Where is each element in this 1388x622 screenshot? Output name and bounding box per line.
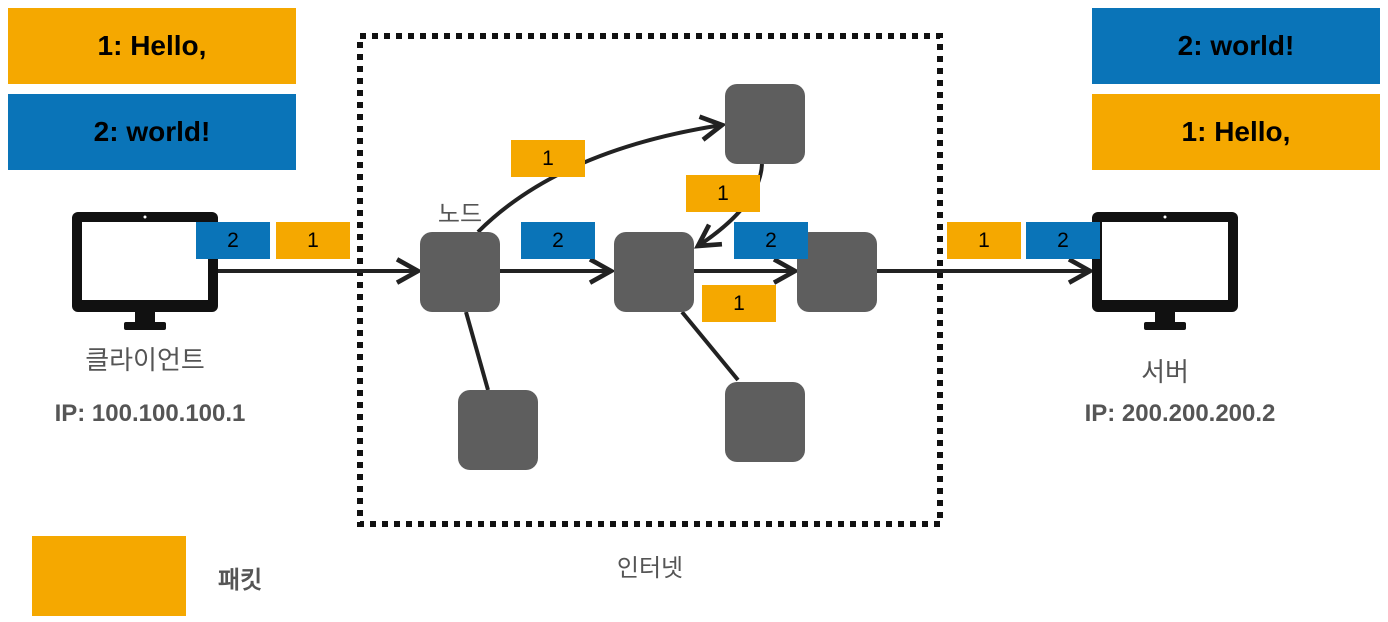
client-label: 클라이언트 bbox=[85, 345, 205, 375]
packet-upper-branch: 1 bbox=[511, 140, 585, 177]
link-node-b-f bbox=[680, 310, 740, 382]
packet-first-hop: 2 bbox=[521, 222, 595, 259]
client-message-2: 2: world! bbox=[8, 94, 296, 170]
node-a bbox=[420, 232, 500, 312]
packet-down-return: 1 bbox=[686, 175, 760, 212]
node-label: 노드 bbox=[437, 201, 483, 228]
node-f bbox=[725, 382, 805, 462]
server-message-1: 2: world! bbox=[1092, 8, 1380, 84]
internet-boundary bbox=[357, 33, 943, 527]
link-node-a-e bbox=[464, 311, 490, 391]
client-monitor-icon bbox=[72, 212, 218, 332]
packet-mid-right: 2 bbox=[734, 222, 808, 259]
server-ip: IP: 200.200.200.2 bbox=[1084, 400, 1276, 427]
client-ip: IP: 100.100.100.1 bbox=[54, 400, 246, 427]
node-b bbox=[614, 232, 694, 312]
server-message-2: 1: Hello, bbox=[1092, 94, 1380, 170]
server-label: 서버 bbox=[1141, 357, 1189, 387]
packet-server-2: 2 bbox=[1026, 222, 1100, 259]
packet-server-1: 1 bbox=[947, 222, 1021, 259]
legend-packet-swatch bbox=[32, 536, 186, 616]
packet-lower-mid: 1 bbox=[702, 285, 776, 322]
legend-packet-label: 패킷 bbox=[218, 567, 263, 594]
node-e bbox=[458, 390, 538, 470]
node-c bbox=[725, 84, 805, 164]
client-message-1: 1: Hello, bbox=[8, 8, 296, 84]
packet-client-2: 2 bbox=[196, 222, 270, 259]
server-monitor-icon bbox=[1092, 212, 1238, 332]
packet-client-1: 1 bbox=[276, 222, 350, 259]
node-d bbox=[797, 232, 877, 312]
internet-label: 인터넷 bbox=[616, 555, 684, 582]
